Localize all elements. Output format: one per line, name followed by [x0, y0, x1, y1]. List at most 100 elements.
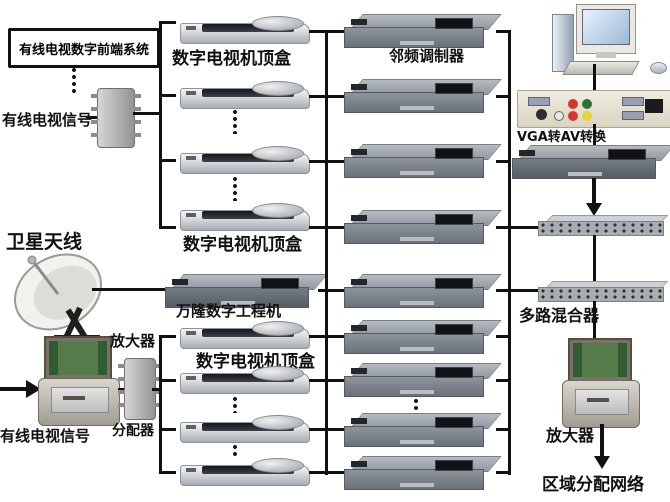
- stb-led: [186, 213, 196, 217]
- row-link: [309, 379, 345, 382]
- stb-remote: [252, 203, 304, 218]
- bracket-arm: [159, 94, 176, 97]
- rack-chip: [351, 368, 367, 374]
- rack-display: [435, 83, 473, 94]
- bus-line-left: [325, 30, 328, 475]
- bracket-arm: [159, 379, 176, 382]
- stb-led: [186, 468, 196, 472]
- stb-slot: [202, 24, 294, 32]
- stb-device-icon: [180, 415, 310, 443]
- arrow-head: [586, 203, 602, 216]
- row-link: [496, 379, 510, 382]
- stb-label-middle: 数字电视机顶盒: [183, 235, 302, 255]
- amplifier-device-icon: [38, 336, 120, 426]
- rack-strip: [400, 483, 434, 487]
- row-link: [309, 471, 345, 474]
- bracket-arm: [159, 428, 176, 431]
- mixer-ports: [538, 221, 664, 236]
- stb-slot: [202, 329, 294, 337]
- rack-front: [344, 157, 484, 178]
- stb-slot: [202, 211, 294, 219]
- pc-screen: [582, 9, 630, 45]
- cable-signal-label-top: 有线电视信号: [2, 111, 93, 129]
- mixer-device-icon: [538, 215, 669, 236]
- stb-remote: [252, 16, 304, 31]
- stb-device-icon: [180, 458, 310, 486]
- rack-display: [435, 417, 473, 428]
- rack-chip: [351, 149, 367, 155]
- rack-display: [435, 324, 473, 335]
- stb-led: [186, 156, 196, 160]
- rack-front: [344, 27, 484, 48]
- arrow-head: [594, 456, 610, 469]
- row-link: [496, 95, 510, 98]
- rack-modulator-icon: [512, 145, 670, 179]
- rack-chip: [351, 215, 367, 221]
- arrow-shaft: [592, 178, 596, 204]
- rack-modulator-icon: [344, 413, 502, 447]
- stb-remote: [252, 81, 304, 96]
- satellite-label: 卫星天线: [6, 231, 83, 253]
- stb-device-icon: [180, 16, 310, 44]
- row-link: [496, 160, 510, 163]
- rack-front: [512, 158, 657, 179]
- splitter-label: 分配器: [112, 423, 154, 439]
- row-link: [496, 428, 510, 431]
- rack-modulator-icon: [165, 274, 328, 308]
- stb-remote: [252, 458, 304, 473]
- row-link-to-mixer: [496, 289, 542, 292]
- rack-chip: [351, 461, 367, 467]
- splitter-device-icon: [91, 88, 141, 148]
- ellipsis-dots: [413, 398, 419, 412]
- rack-strip: [221, 301, 255, 305]
- rack-chip: [519, 150, 535, 156]
- rack-chip: [351, 19, 367, 25]
- rack-modulator-icon: [344, 456, 502, 490]
- rack-display: [435, 367, 473, 378]
- rack-front: [344, 333, 484, 354]
- rack-front: [344, 469, 484, 490]
- rack-strip: [400, 171, 434, 175]
- stb-remote: [252, 415, 304, 430]
- rack-modulator-icon: [344, 144, 502, 178]
- rack-strip: [400, 237, 434, 241]
- amp-lid: [44, 336, 112, 380]
- amp-pcb: [49, 341, 107, 375]
- connector-line: [92, 288, 166, 291]
- row-link: [496, 471, 510, 474]
- rack-modulator-icon: [344, 320, 502, 354]
- stb-device-icon: [180, 203, 310, 231]
- row-link: [309, 95, 345, 98]
- vga-av-label: VGA转AV转换: [517, 130, 607, 145]
- row-link: [496, 335, 510, 338]
- svideo-jack: [536, 109, 547, 120]
- stb-device-icon: [180, 81, 310, 109]
- bracket-arm: [159, 335, 176, 338]
- rack-modulator-icon: [344, 79, 502, 113]
- rack-display: [435, 214, 473, 225]
- stb-device-icon: [180, 321, 310, 349]
- rack-modulator-icon: [344, 210, 502, 244]
- row-link: [309, 226, 345, 229]
- rack-modulator-icon: [344, 274, 502, 308]
- rack-strip: [400, 41, 434, 45]
- rack-chip: [351, 418, 367, 424]
- mixer-label: 多路混合器: [519, 306, 600, 325]
- bracket-line: [159, 335, 162, 474]
- amp-base: [562, 380, 640, 428]
- rack-strip: [400, 301, 434, 305]
- input-arrow-shaft: [0, 387, 26, 391]
- arrow-shaft: [600, 424, 604, 457]
- row-link: [309, 160, 345, 163]
- pc-mouse: [650, 62, 667, 74]
- stb-slot: [202, 466, 294, 474]
- row-link: [309, 428, 345, 431]
- vga-port: [622, 111, 644, 120]
- amp-plate: [575, 389, 629, 415]
- rack-chip: [351, 84, 367, 90]
- desktop-computer-icon: [552, 4, 667, 78]
- stb-led: [186, 425, 196, 429]
- converter-box-icon: [517, 90, 670, 128]
- bracket-arm: [159, 159, 176, 162]
- amp-mark: [587, 398, 609, 402]
